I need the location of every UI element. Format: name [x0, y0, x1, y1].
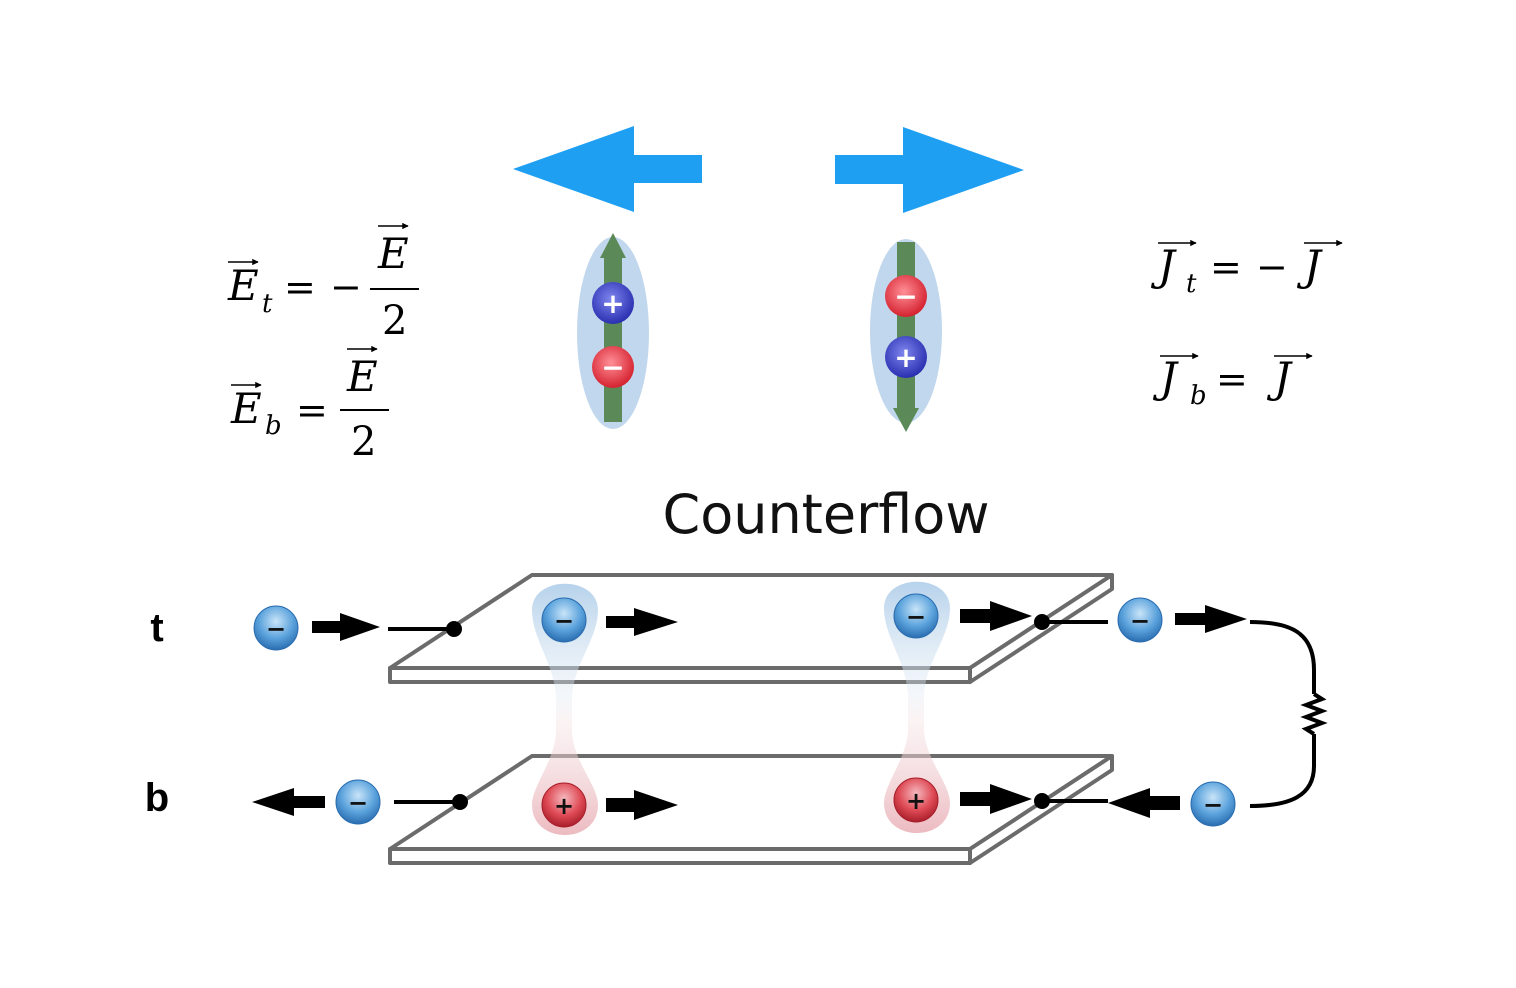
svg-text:−: −: [554, 607, 574, 635]
svg-text:−: −: [266, 615, 286, 643]
hole-icon: +: [893, 777, 939, 823]
hole-icon: +: [541, 782, 587, 828]
equation-j-top: J t = − J: [1150, 239, 1343, 299]
svg-text:E: E: [346, 352, 378, 401]
current-arrows: [252, 601, 1247, 820]
svg-text:−: −: [601, 351, 624, 384]
svg-text:−: −: [1203, 791, 1223, 819]
left-dipole: + −: [577, 233, 649, 429]
svg-text:−: −: [330, 265, 362, 309]
svg-text:J: J: [1150, 241, 1177, 290]
negative-charge-icon: −: [885, 275, 927, 317]
svg-text:−: −: [1130, 607, 1150, 635]
circuit-wires: [388, 620, 1328, 808]
svg-text:=: =: [1216, 357, 1248, 401]
equation-e-bottom: E b = E 2: [230, 345, 389, 465]
electron-icon: −: [1190, 781, 1236, 827]
svg-text:J: J: [1152, 353, 1179, 402]
right-field-arrow: [835, 127, 1024, 213]
svg-text:+: +: [601, 287, 624, 320]
electron-icon: −: [893, 593, 939, 639]
svg-text:E: E: [227, 261, 259, 310]
svg-text:=: =: [1210, 245, 1242, 289]
wire-junctions: [446, 614, 1050, 810]
svg-text:=: =: [296, 388, 328, 432]
electron-icon: −: [1117, 597, 1163, 643]
negative-charge-icon: −: [592, 346, 634, 388]
svg-text:t: t: [262, 289, 273, 319]
svg-text:J: J: [1266, 353, 1293, 402]
svg-text:E: E: [377, 229, 409, 278]
electron-icon: −: [335, 779, 381, 825]
positive-charge-icon: +: [592, 282, 634, 324]
svg-text:−: −: [906, 603, 926, 631]
svg-text:t: t: [1186, 269, 1197, 299]
svg-text:b: b: [265, 411, 282, 441]
svg-text:2: 2: [382, 298, 407, 344]
svg-text:=: =: [284, 265, 316, 309]
svg-text:J: J: [1296, 241, 1323, 290]
diagram-title: Counterflow: [662, 483, 989, 546]
exciton-right: [884, 581, 950, 833]
svg-text:2: 2: [351, 419, 376, 465]
equation-e-top: E t = − E 2: [227, 222, 419, 344]
positive-charge-icon: +: [885, 336, 927, 378]
resistor-icon: [1300, 692, 1328, 736]
left-field-arrow: [513, 126, 702, 212]
svg-text:−: −: [1256, 245, 1288, 289]
svg-text:+: +: [906, 787, 926, 815]
svg-text:−: −: [348, 789, 368, 817]
svg-text:+: +: [894, 341, 917, 374]
equation-j-bottom: J b = J: [1152, 352, 1313, 411]
electron-icon: −: [541, 597, 587, 643]
bottom-plate: [388, 754, 1114, 865]
svg-text:E: E: [230, 384, 262, 433]
svg-text:b: b: [1190, 381, 1207, 411]
top-plate: [388, 573, 1114, 684]
top-layer-label: t: [150, 606, 163, 650]
right-dipole: − +: [870, 239, 942, 432]
bottom-layer-label: b: [145, 776, 169, 820]
svg-text:+: +: [554, 792, 574, 820]
svg-text:−: −: [894, 280, 917, 313]
exciton-left: [532, 583, 598, 835]
electron-icon: −: [253, 605, 299, 651]
